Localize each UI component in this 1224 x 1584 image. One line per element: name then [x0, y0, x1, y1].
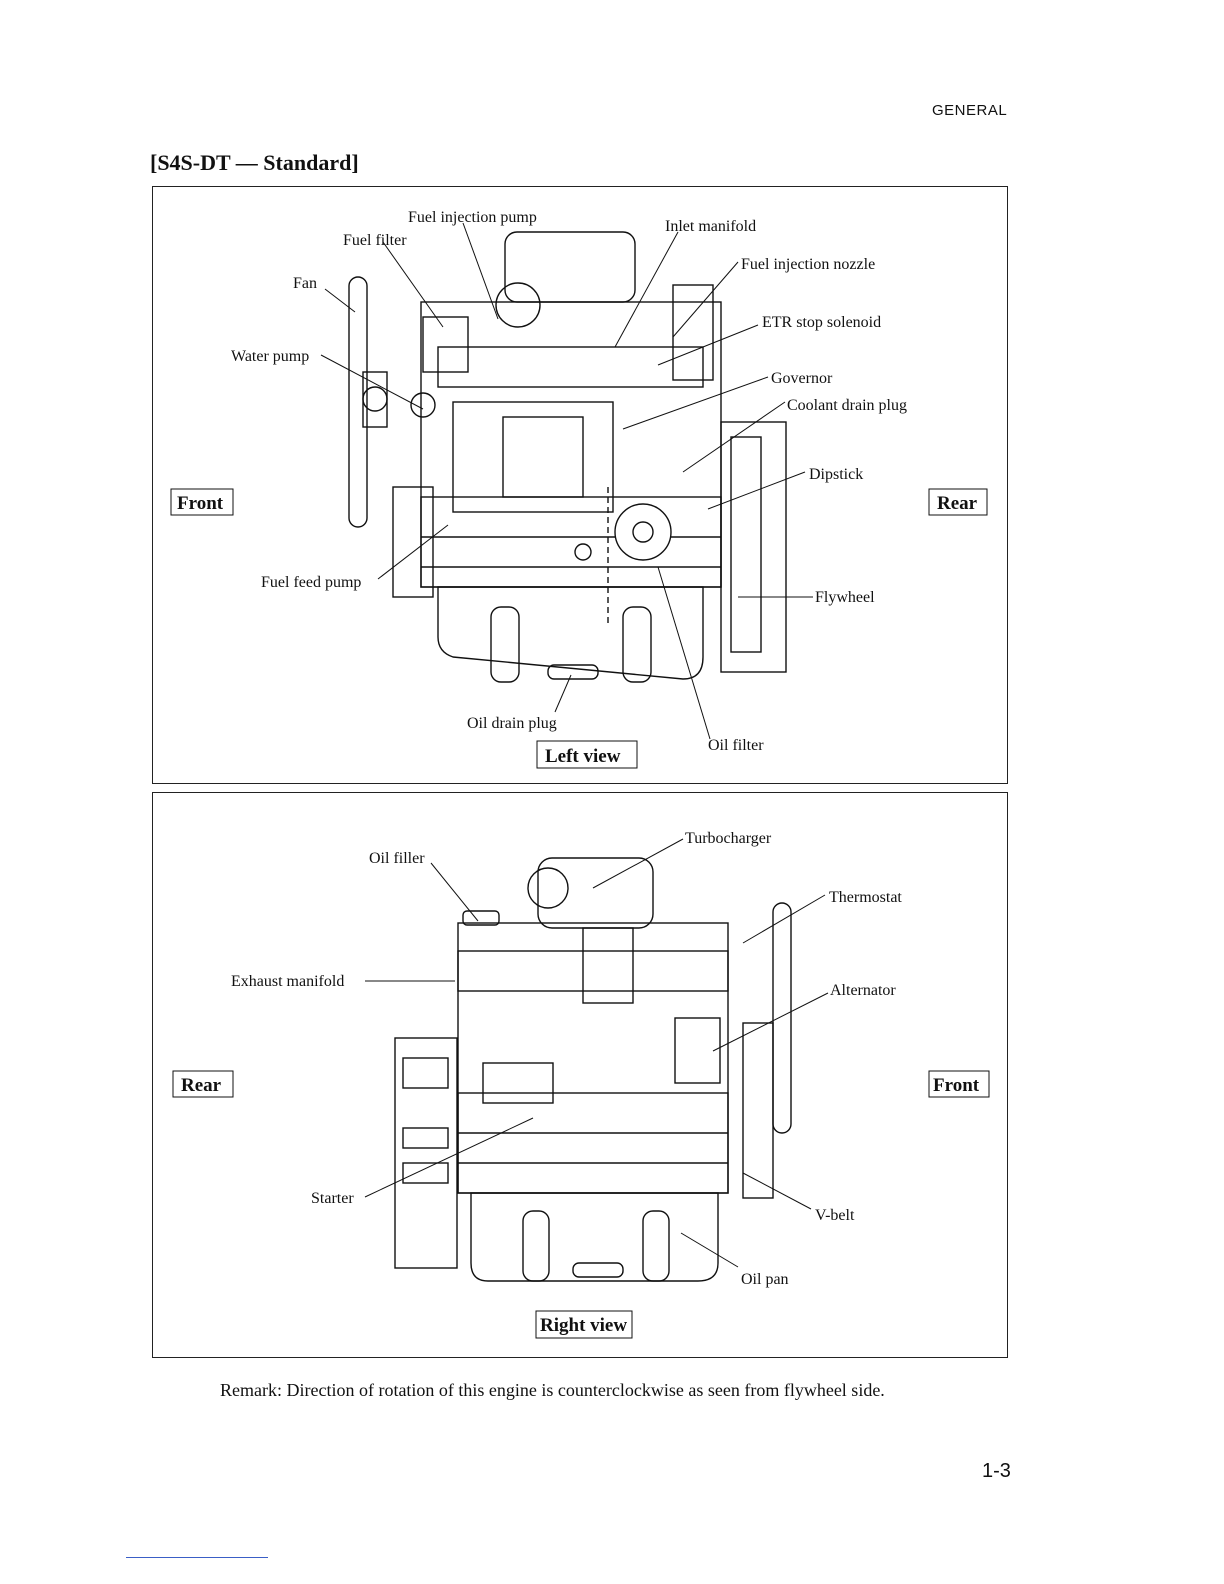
- label-turbocharger: Turbocharger: [685, 830, 772, 847]
- label-fuel-injection-pump: Fuel injection pump: [408, 209, 537, 226]
- label-fuel-filter: Fuel filter: [343, 232, 407, 249]
- label-etr-stop-solenoid: ETR stop solenoid: [762, 314, 881, 331]
- left-view-leader-lines: [320, 222, 813, 740]
- label-oil-pan: Oil pan: [741, 1271, 789, 1288]
- label-coolant-drain-plug: Coolant drain plug: [787, 397, 907, 414]
- label-flywheel: Flywheel: [815, 589, 875, 606]
- label-dipstick: Dipstick: [809, 466, 863, 483]
- remark-text: Remark: Direction of rotation of this en…: [220, 1380, 885, 1400]
- page-title: [S4S-DT — Standard]: [150, 150, 359, 175]
- orientation-front: Front: [933, 1075, 980, 1096]
- label-oil-drain-plug: Oil drain plug: [467, 715, 557, 732]
- orientation-front: Front: [177, 493, 224, 514]
- right-view-leader-lines: [364, 838, 829, 1268]
- label-starter: Starter: [311, 1190, 354, 1207]
- label-fuel-feed-pump: Fuel feed pump: [261, 574, 361, 591]
- left-view-diagram: Fuel injection pump Fuel filter Inlet ma…: [170, 209, 988, 769]
- page-number: 1-3: [982, 1460, 1011, 1482]
- label-fuel-injection-nozzle: Fuel injection nozzle: [741, 256, 875, 273]
- label-oil-filter: Oil filter: [708, 737, 764, 754]
- footnote-rule: [126, 1557, 268, 1558]
- label-governor: Governor: [771, 370, 833, 387]
- left-view-engine-drawing: [348, 231, 787, 683]
- label-v-belt: V-belt: [815, 1207, 855, 1224]
- label-exhaust-manifold: Exhaust manifold: [231, 973, 344, 990]
- right-view-diagram: Turbocharger Oil filler Thermostat Exhau…: [172, 830, 990, 1339]
- orientation-rear: Rear: [937, 493, 978, 514]
- orientation-rear: Rear: [181, 1075, 222, 1096]
- label-fan: Fan: [293, 275, 317, 292]
- right-view-engine-drawing: [394, 857, 792, 1282]
- label-inlet-manifold: Inlet manifold: [665, 218, 756, 235]
- label-water-pump: Water pump: [231, 348, 309, 365]
- view-caption-left: Left view: [545, 746, 621, 767]
- label-alternator: Alternator: [830, 982, 896, 999]
- left-view-panel: Fuel injection pump Fuel filter Inlet ma…: [152, 186, 1008, 784]
- section-header: GENERAL: [932, 102, 1008, 119]
- view-caption-right: Right view: [540, 1315, 627, 1336]
- right-view-panel: Turbocharger Oil filler Thermostat Exhau…: [152, 792, 1008, 1358]
- label-oil-filler: Oil filler: [369, 850, 425, 867]
- label-thermostat: Thermostat: [829, 889, 902, 906]
